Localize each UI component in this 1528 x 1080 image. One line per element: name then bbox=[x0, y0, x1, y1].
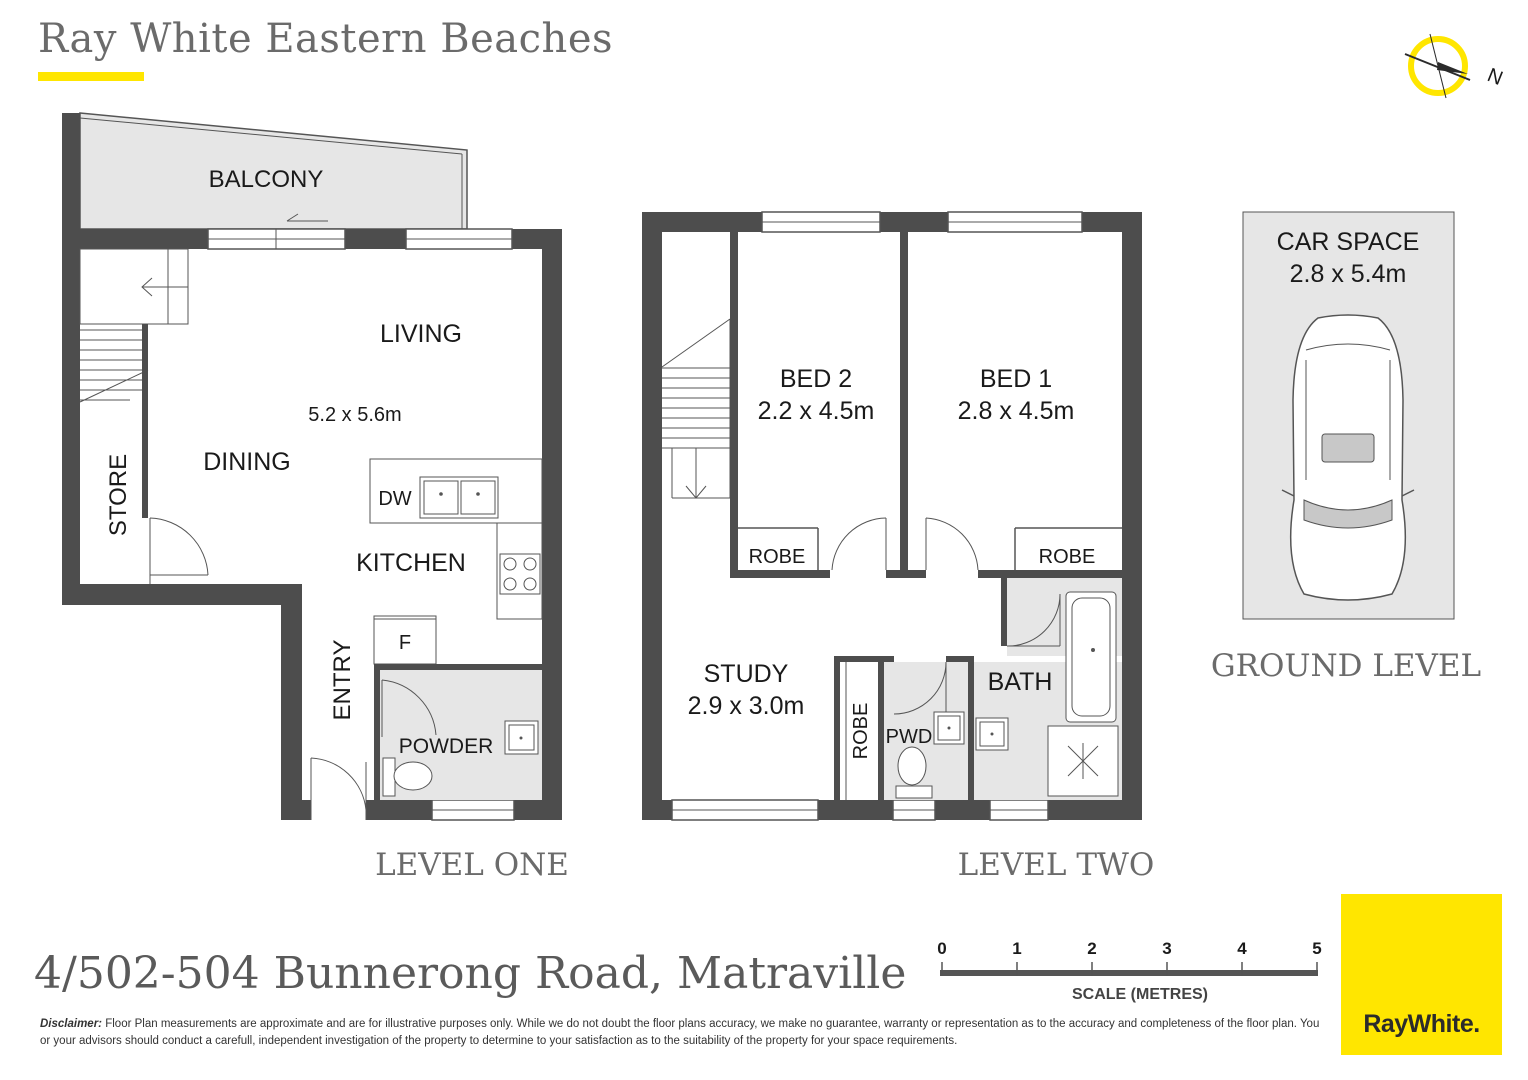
car-space-plan bbox=[1242, 211, 1455, 620]
robe-bed2-label: ROBE bbox=[749, 546, 806, 568]
property-address: 4/502-504 Bunnerong Road, Matraville bbox=[34, 948, 907, 999]
bed2-size-label: 2.2 x 4.5m bbox=[758, 397, 875, 425]
kitchen-label: KITCHEN bbox=[356, 549, 466, 577]
study-size-label: 2.9 x 3.0m bbox=[688, 692, 805, 720]
store-label: STORE bbox=[105, 454, 132, 536]
disclaimer-label: Disclaimer: bbox=[40, 1018, 103, 1030]
scale-tick-1: 1 bbox=[1012, 939, 1021, 958]
fridge-label: F bbox=[399, 632, 411, 654]
living-size-label: 5.2 x 5.6m bbox=[308, 404, 401, 426]
brand-accent-bar bbox=[38, 72, 144, 81]
disclaimer: Disclaimer: Floor Plan measurements are … bbox=[40, 1016, 1330, 1050]
scale-tick-0: 0 bbox=[937, 939, 946, 958]
bed1-size-label: 2.8 x 4.5m bbox=[958, 397, 1075, 425]
car-space-size-label: 2.8 x 5.4m bbox=[1290, 260, 1407, 288]
logo-text: RayWhite. bbox=[1363, 1010, 1480, 1038]
dining-label: DINING bbox=[203, 448, 291, 476]
car-space-label: CAR SPACE bbox=[1277, 228, 1420, 256]
scale-tick-2: 2 bbox=[1087, 939, 1096, 958]
scale-title: SCALE (METRES) bbox=[1072, 986, 1208, 1003]
level-two-plan bbox=[642, 211, 1142, 821]
powder-label: POWDER bbox=[399, 735, 494, 758]
compass-north-label: N bbox=[1484, 64, 1506, 90]
car-icon bbox=[1281, 314, 1415, 601]
scale-tick-4: 4 bbox=[1237, 939, 1247, 958]
disclaimer-text: Floor Plan measurements are approximate … bbox=[40, 1018, 1320, 1047]
living-label: LIVING bbox=[380, 320, 462, 348]
robe-study-label: ROBE bbox=[850, 703, 872, 760]
dishwasher-label: DW bbox=[378, 488, 411, 510]
ray-white-logo: RayWhite. bbox=[1341, 894, 1502, 1055]
bed2-label: BED 2 bbox=[780, 365, 852, 393]
entry-label: ENTRY bbox=[329, 640, 356, 721]
bed1-label: BED 1 bbox=[980, 365, 1052, 393]
level-two-title: LEVEL TWO bbox=[958, 847, 1155, 883]
ground-level-title: GROUND LEVEL bbox=[1211, 648, 1481, 684]
pwd-label: PWD bbox=[886, 726, 933, 748]
scale-bar bbox=[940, 962, 1318, 976]
level-one-title: LEVEL ONE bbox=[375, 847, 569, 883]
study-label: STUDY bbox=[704, 660, 789, 688]
scale-tick-3: 3 bbox=[1162, 939, 1171, 958]
level-one-plan bbox=[62, 112, 562, 821]
brand-title: Ray White Eastern Beaches bbox=[38, 16, 614, 62]
robe-bed1-label: ROBE bbox=[1039, 546, 1096, 568]
compass-icon bbox=[1404, 33, 1471, 99]
balcony-label: BALCONY bbox=[209, 166, 324, 193]
bath-label: BATH bbox=[988, 668, 1053, 696]
scale-tick-5: 5 bbox=[1312, 939, 1321, 958]
